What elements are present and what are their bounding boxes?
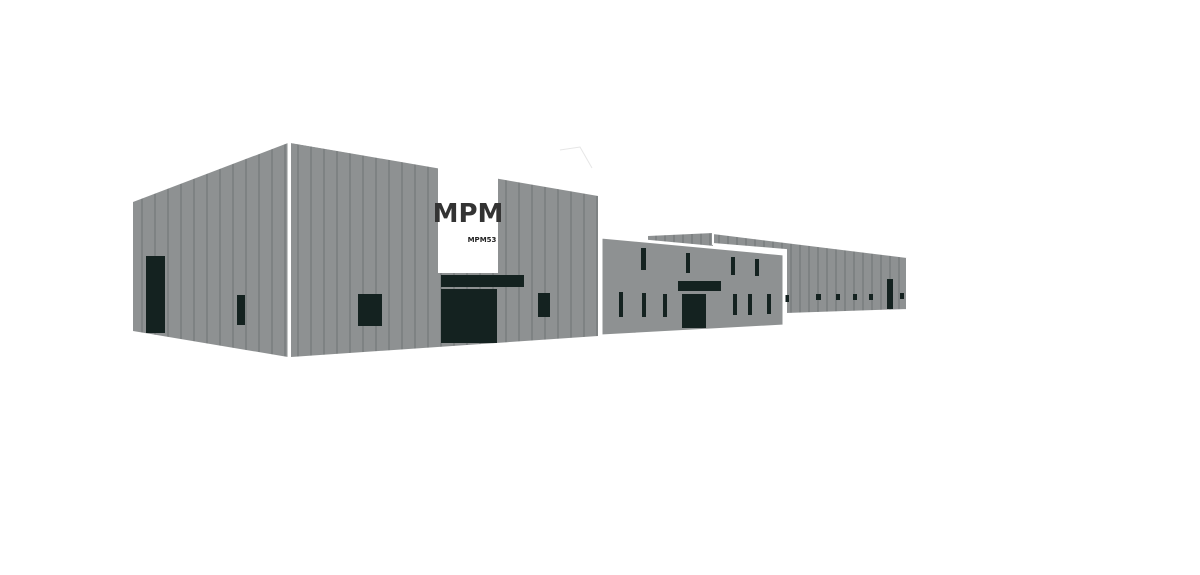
window [733, 294, 737, 315]
door [887, 279, 893, 309]
window [767, 294, 771, 314]
window [869, 294, 873, 300]
awning [678, 281, 721, 291]
entrance-door [682, 294, 706, 328]
window [619, 292, 623, 317]
window [686, 253, 690, 273]
window [816, 294, 821, 300]
window [663, 294, 667, 317]
window [785, 295, 789, 302]
window [748, 294, 752, 315]
logo-main: MPM [433, 199, 504, 229]
window [538, 293, 550, 317]
window [642, 293, 646, 317]
logo-panel [438, 163, 498, 273]
awning [441, 275, 524, 287]
middle-building [599, 235, 786, 338]
logo-sub: MPM53 [468, 236, 497, 244]
window [755, 259, 759, 276]
window [358, 294, 382, 326]
window [237, 295, 245, 325]
main-building: MPM MPM53 [133, 141, 599, 358]
main-door [441, 289, 497, 343]
window [853, 294, 857, 300]
window [641, 248, 646, 270]
window [836, 294, 840, 300]
side-door [146, 256, 165, 333]
window [731, 257, 735, 275]
window [900, 293, 904, 299]
